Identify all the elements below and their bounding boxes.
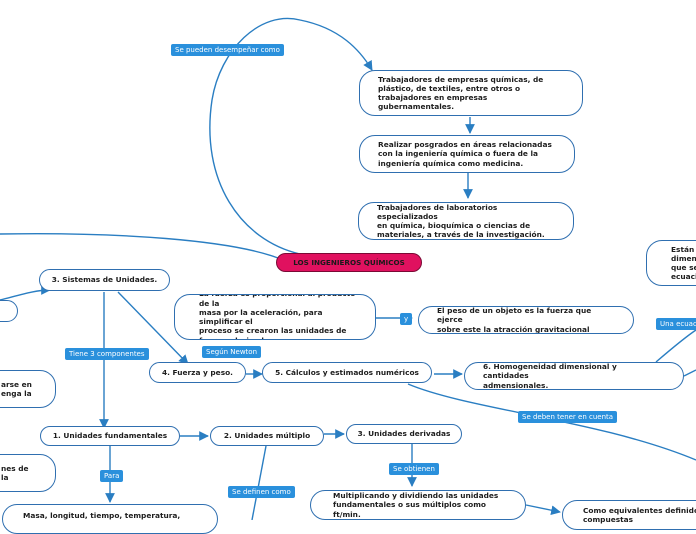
tag-se-pueden-desempenar[interactable]: Se pueden desempeñar como bbox=[171, 44, 284, 57]
link-homog-estan bbox=[655, 329, 696, 363]
node-peso-definicion[interactable]: El peso de un objeto es la fuerza que ej… bbox=[418, 306, 634, 334]
link-multiplo-down bbox=[251, 445, 267, 520]
node-calculos-text: 5. Cálculos y estimados numéricos bbox=[275, 367, 419, 377]
link-multiplicando-equiv bbox=[525, 504, 561, 516]
tag-se-obtienen[interactable]: Se obtienen bbox=[389, 463, 439, 476]
node-sistemas-unidades-text: 3. Sistemas de Unidades. bbox=[51, 275, 158, 285]
tag-se-definen-como[interactable]: Se definen como bbox=[228, 486, 295, 499]
node-masa-longitud-text: Masa, longitud, tiempo, temperatura, bbox=[23, 511, 181, 520]
node-laboratorios[interactable]: Trabajadores de laboratorios especializa… bbox=[358, 202, 574, 240]
node-left-fragment-1-text: arse en enga la bbox=[1, 379, 32, 398]
node-sistemas-unidades[interactable]: 3. Sistemas de Unidades. bbox=[39, 269, 170, 291]
node-unidades-multiplo-text: 2. Unidades múltiplo bbox=[223, 431, 311, 441]
node-equivalentes-text: Como equivalentes definidos compuestas bbox=[583, 505, 696, 524]
tag-se-deben-tener-en-cuenta[interactable]: Se deben tener en cuenta bbox=[518, 411, 618, 424]
root-label: LOS INGENIEROS QUÍMICOS bbox=[293, 258, 405, 267]
node-multiplicando-text: Multiplicando y dividiendo las unidades … bbox=[333, 491, 499, 519]
link-left-sistemas bbox=[0, 285, 51, 301]
node-fuerza-peso[interactable]: 4. Fuerza y peso. bbox=[149, 362, 246, 383]
node-unidades-fundamentales[interactable]: 1. Unidades fundamentales bbox=[40, 426, 180, 446]
node-unidades-fundamentales-text: 1. Unidades fundamentales bbox=[52, 431, 168, 441]
node-posgrados[interactable]: Realizar posgrados en áreas relacionadas… bbox=[359, 135, 575, 173]
node-unidades-derivadas-text: 3. Unidades derivadas bbox=[357, 429, 451, 439]
root-node[interactable]: LOS INGENIEROS QUÍMICOS bbox=[276, 253, 422, 272]
node-peso-definicion-text: El peso de un objeto es la fuerza que ej… bbox=[437, 306, 592, 334]
tag-una-ecuacion[interactable]: Una ecuación bbox=[656, 318, 696, 331]
node-masa-longitud[interactable]: Masa, longitud, tiempo, temperatura, bbox=[2, 504, 218, 534]
node-unidades-derivadas[interactable]: 3. Unidades derivadas bbox=[346, 424, 462, 444]
tag-para[interactable]: Para bbox=[100, 470, 124, 483]
node-trabajadores-empresas[interactable]: Trabajadores de empresas químicas, de pl… bbox=[359, 70, 583, 116]
node-fuerza-peso-text: 4. Fuerza y peso. bbox=[162, 367, 233, 377]
node-unidades-multiplo[interactable]: 2. Unidades múltiplo bbox=[210, 426, 324, 446]
link-homog-right bbox=[683, 369, 696, 377]
node-left-stub[interactable] bbox=[0, 300, 18, 322]
node-posgrados-text: Realizar posgrados en áreas relacionadas… bbox=[378, 140, 552, 168]
link-root-desempenar bbox=[209, 17, 373, 255]
tag-y[interactable]: y bbox=[400, 313, 413, 326]
node-homogeneidad[interactable]: 6. Homogeneidad dimensional y cantidades… bbox=[464, 362, 684, 390]
node-multiplicando[interactable]: Multiplicando y dividiendo las unidades … bbox=[310, 490, 526, 520]
node-estan-dimensiones-text: Están d dimensi que se ecuació bbox=[671, 244, 696, 282]
node-left-fragment-1[interactable]: arse en enga la bbox=[0, 370, 56, 408]
node-estan-dimensiones[interactable]: Están d dimensi que se ecuació bbox=[646, 240, 696, 286]
tag-segun-newton[interactable]: Según Newton bbox=[202, 346, 262, 359]
node-homogeneidad-text: 6. Homogeneidad dimensional y cantidades… bbox=[483, 362, 617, 390]
node-fuerza-definicion[interactable]: La fuerza es proporcional al producto de… bbox=[174, 294, 376, 340]
node-calculos[interactable]: 5. Cálculos y estimados numéricos bbox=[262, 362, 432, 383]
node-left-fragment-2[interactable]: nes de la bbox=[0, 454, 56, 492]
node-equivalentes[interactable]: Como equivalentes definidos compuestas bbox=[562, 500, 696, 530]
node-trabajadores-empresas-text: Trabajadores de empresas químicas, de pl… bbox=[378, 74, 544, 112]
node-fuerza-definicion-text: La fuerza es proporcional al producto de… bbox=[199, 295, 355, 340]
node-left-fragment-2-text: nes de la bbox=[1, 463, 29, 482]
node-laboratorios-text: Trabajadores de laboratorios especializa… bbox=[377, 202, 545, 240]
link-sistemas-fuerza bbox=[117, 291, 189, 365]
link-left-root bbox=[0, 233, 279, 259]
tag-tiene-3-componentes[interactable]: Tiene 3 componentes bbox=[65, 348, 149, 361]
